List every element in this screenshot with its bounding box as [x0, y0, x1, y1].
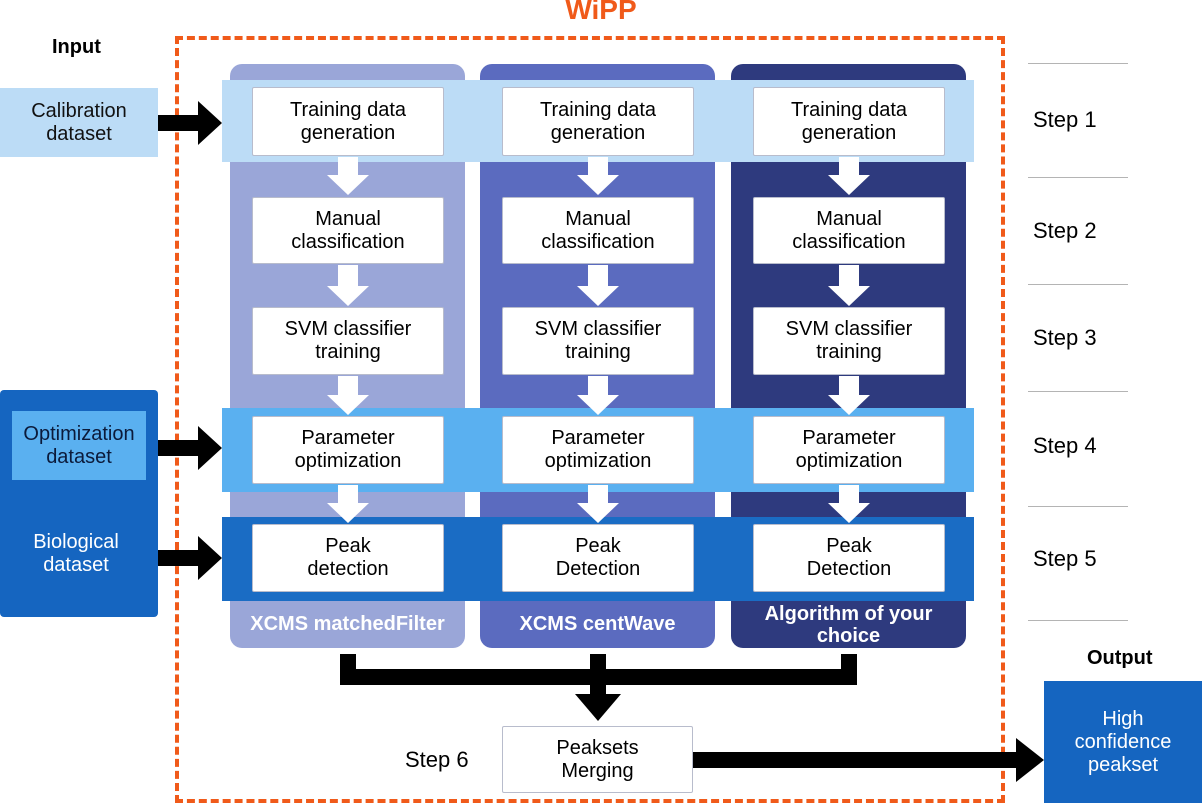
box-svm-training-3: SVM classifier training — [753, 307, 945, 375]
box-training-data-generation-2: Training data generation — [502, 87, 694, 156]
diagram-title: WiPP — [565, 0, 637, 25]
box-parameter-optimization-3: Parameter optimization — [753, 416, 945, 484]
step-label-2: Step 2 — [1033, 218, 1097, 243]
step-label-1: Step 1 — [1033, 107, 1097, 132]
box-parameter-optimization-2: Parameter optimization — [502, 416, 694, 484]
box-training-data-generation-3: Training data generation — [753, 87, 945, 156]
box-parameter-optimization-1: Parameter optimization — [252, 416, 444, 484]
output-header: Output — [1087, 647, 1153, 669]
merge-connector — [340, 654, 857, 721]
wipp-frame — [175, 36, 1005, 803]
step-separator — [1028, 391, 1128, 392]
box-manual-classification-1: Manual classification — [252, 197, 444, 264]
step-separator — [1028, 506, 1128, 507]
box-peak-detection-3: Peak Detection — [753, 524, 945, 592]
step-label-6: Step 6 — [405, 747, 469, 772]
calibration-dataset-box: Calibration dataset — [0, 88, 158, 157]
step-separator — [1028, 63, 1128, 64]
column-label-custom-algorithm: Algorithm of your choice — [764, 603, 933, 647]
down-arrows — [327, 157, 870, 523]
box-training-data-generation-1: Training data generation — [252, 87, 444, 156]
input-arrows — [147, 101, 222, 580]
input-header: Input — [52, 36, 101, 58]
box-svm-training-1: SVM classifier training — [252, 307, 444, 375]
optimization-dataset-box: Optimization dataset — [12, 411, 146, 480]
box-manual-classification-2: Manual classification — [502, 197, 694, 264]
peaksets-merging-box: Peaksets Merging — [502, 726, 693, 793]
biological-dataset-label: Biological dataset — [33, 531, 119, 576]
step-label-5: Step 5 — [1033, 546, 1097, 571]
column-label-matchedfilter: XCMS matchedFilter — [250, 613, 445, 635]
box-peak-detection-1: Peak detection — [252, 524, 444, 592]
box-svm-training-2: SVM classifier training — [502, 307, 694, 375]
step-separator — [1028, 620, 1128, 621]
step-separator — [1028, 284, 1128, 285]
output-high-confidence-peakset: High confidence peakset — [1044, 681, 1202, 803]
box-manual-classification-3: Manual classification — [753, 197, 945, 264]
step-label-4: Step 4 — [1033, 433, 1097, 458]
step-separator — [1028, 177, 1128, 178]
output-arrow — [693, 738, 1044, 782]
column-label-centwave: XCMS centWave — [519, 613, 676, 635]
step-label-3: Step 3 — [1033, 325, 1097, 350]
box-peak-detection-2: Peak Detection — [502, 524, 694, 592]
